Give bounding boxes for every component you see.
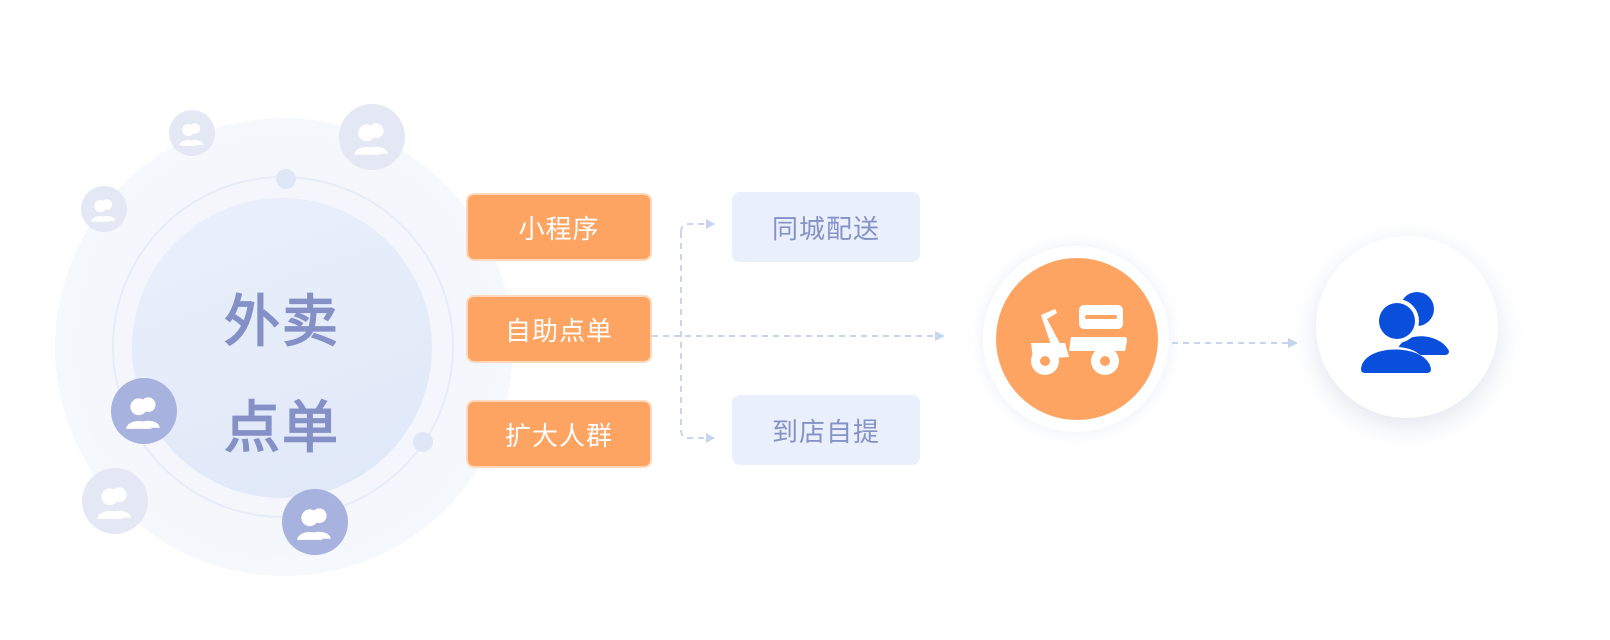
user-group-icon bbox=[339, 104, 405, 170]
connector-branch bbox=[680, 232, 706, 439]
hub-ring-dot bbox=[276, 169, 296, 189]
channel-label: 自助点单 bbox=[504, 316, 613, 347]
arrow-head bbox=[1288, 338, 1298, 348]
arrow-head bbox=[706, 219, 715, 229]
user-group-icon bbox=[111, 378, 177, 444]
user-group-icon bbox=[282, 489, 348, 555]
hub-ring-dot bbox=[413, 432, 433, 452]
fulfillment-label: 同城配送 bbox=[771, 214, 880, 245]
fulfillment-label: 到店自提 bbox=[771, 417, 880, 448]
channel-label: 扩大人群 bbox=[504, 421, 613, 452]
delivery-badge bbox=[996, 258, 1158, 420]
channel-label: 小程序 bbox=[518, 214, 600, 245]
fulfillment-box-store-pickup: 到店自提 bbox=[732, 395, 920, 465]
channel-box-expand-audience: 扩大人群 bbox=[466, 400, 652, 468]
connector-branch bbox=[680, 223, 706, 233]
customer-badge bbox=[1316, 236, 1498, 418]
arrow-head bbox=[706, 433, 715, 443]
user-group-icon bbox=[169, 110, 215, 156]
hub-title: 外卖 点单 bbox=[224, 290, 340, 462]
user-group-icon bbox=[82, 468, 148, 534]
hub-core-circle bbox=[132, 198, 432, 498]
channel-box-mini-program: 小程序 bbox=[466, 193, 652, 261]
user-group-icon bbox=[81, 186, 127, 232]
arrow-head bbox=[935, 331, 945, 341]
user-group-icon bbox=[1361, 292, 1449, 373]
fulfillment-box-city-delivery: 同城配送 bbox=[732, 192, 920, 262]
channel-box-self-order: 自助点单 bbox=[466, 295, 652, 363]
scooter-icon bbox=[1031, 305, 1127, 375]
